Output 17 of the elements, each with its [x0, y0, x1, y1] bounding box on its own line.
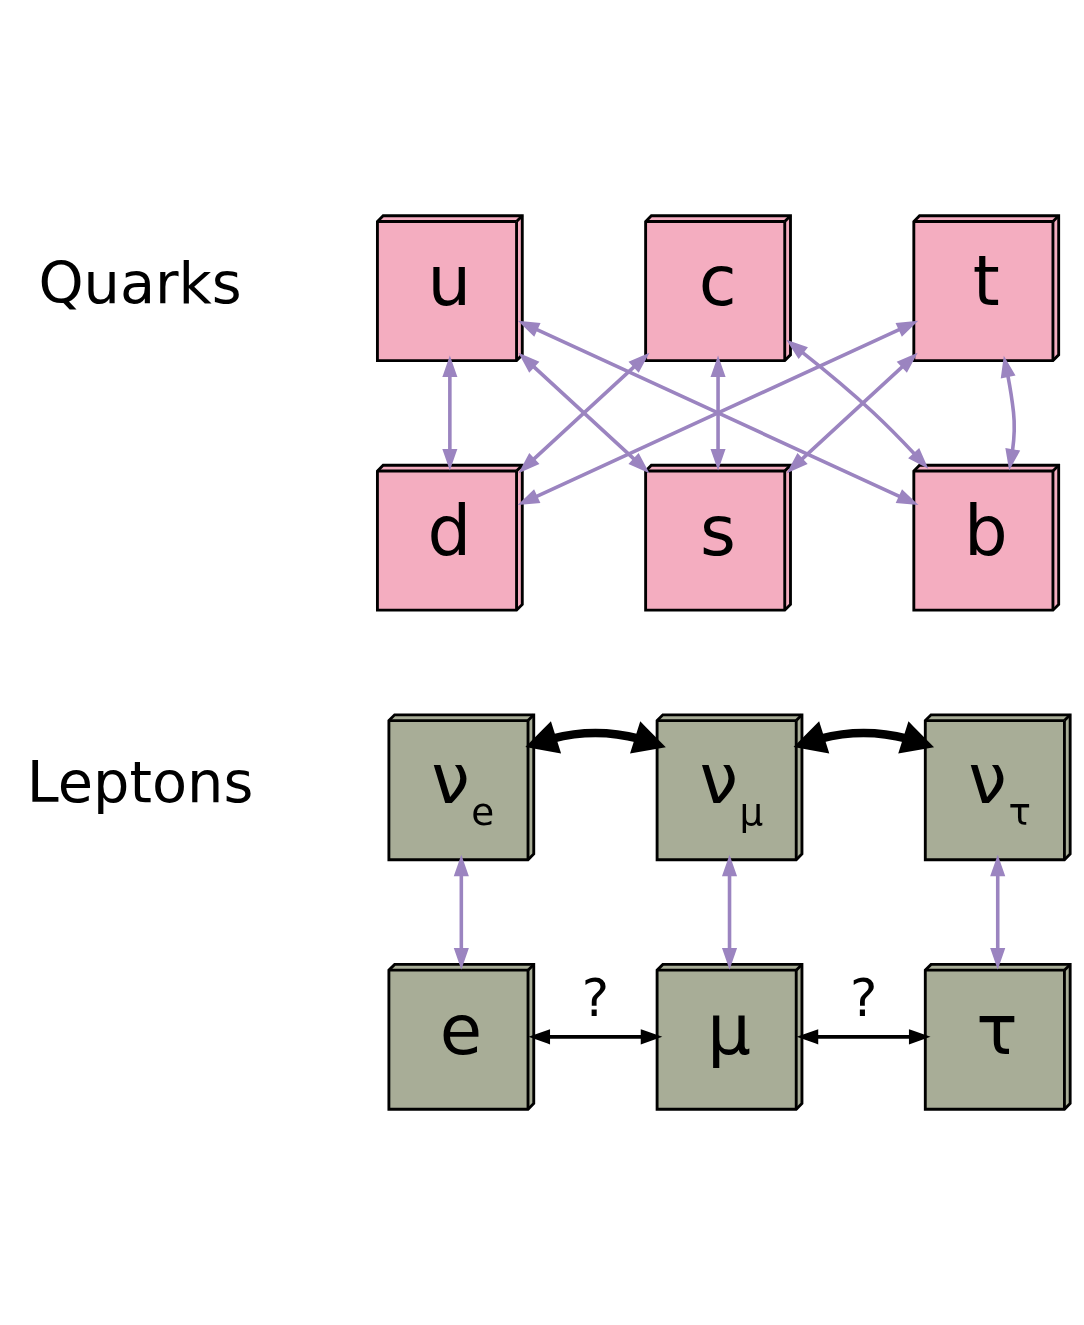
label: Quarks — [38, 249, 242, 317]
arrow — [721, 854, 738, 970]
arrow — [525, 721, 666, 754]
edge-label: ? — [849, 968, 878, 1029]
arrow — [710, 355, 726, 471]
arrow — [442, 355, 458, 471]
arrow — [796, 1029, 931, 1045]
edge-label: ? — [581, 968, 610, 1029]
arrow — [1000, 355, 1021, 471]
arrow — [786, 352, 918, 474]
arrow — [528, 1029, 663, 1045]
arrow — [786, 339, 929, 469]
arrow — [453, 854, 469, 970]
label: Leptons — [26, 748, 254, 816]
arrow — [518, 352, 650, 474]
arrow — [990, 854, 1006, 970]
arrow — [793, 721, 935, 754]
